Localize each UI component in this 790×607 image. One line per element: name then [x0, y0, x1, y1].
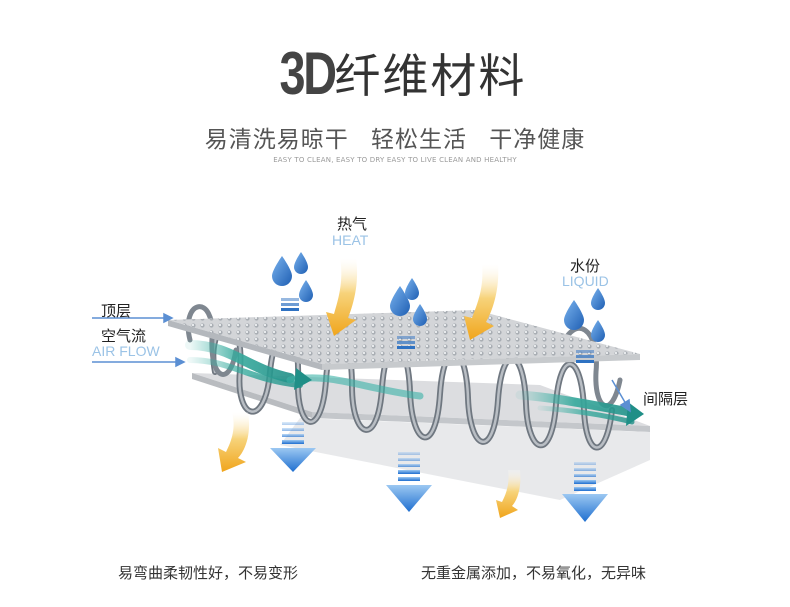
- subtitle-english: EASY TO CLEAN, EASY TO DRY EASY TO LIVE …: [273, 156, 517, 164]
- footer-feature-left: 易弯曲柔韧性好，不易变形: [118, 564, 299, 582]
- label-top-layer: 顶层: [101, 302, 132, 320]
- bottom-layer: [192, 373, 650, 500]
- subtitle: 易清洗易晾干 轻松生活 干净健康: [204, 127, 586, 153]
- heat-arrows-out: [218, 412, 521, 518]
- label-airflow: 空气流: [101, 327, 147, 345]
- label-heat-english: HEAT: [332, 232, 369, 248]
- footer-feature-right: 无重金属添加，不易氧化，无异味: [421, 564, 647, 582]
- label-spacer-layer: 间隔层: [643, 390, 689, 408]
- label-liquid-english: LIQUID: [562, 273, 609, 289]
- label-liquid: 水份: [570, 257, 601, 275]
- heat-arrows-in: [326, 258, 499, 340]
- down-arrow-right: [562, 462, 608, 522]
- title-row: 3D 纤维材料: [0, 38, 790, 108]
- leader-lines: [92, 312, 631, 413]
- title-3d: 3D: [279, 39, 336, 107]
- down-arrow-middle: [386, 452, 432, 512]
- liquid-stripe-markers: [281, 298, 594, 363]
- label-heat: 热气: [337, 215, 368, 233]
- down-arrow-left: [270, 422, 316, 472]
- down-arrows: [270, 422, 608, 522]
- label-airflow-english: AIR FLOW: [92, 343, 160, 359]
- water-drops: [272, 252, 605, 342]
- page-title: 纤维材料: [334, 49, 527, 103]
- airflow-ribbons: [185, 340, 644, 426]
